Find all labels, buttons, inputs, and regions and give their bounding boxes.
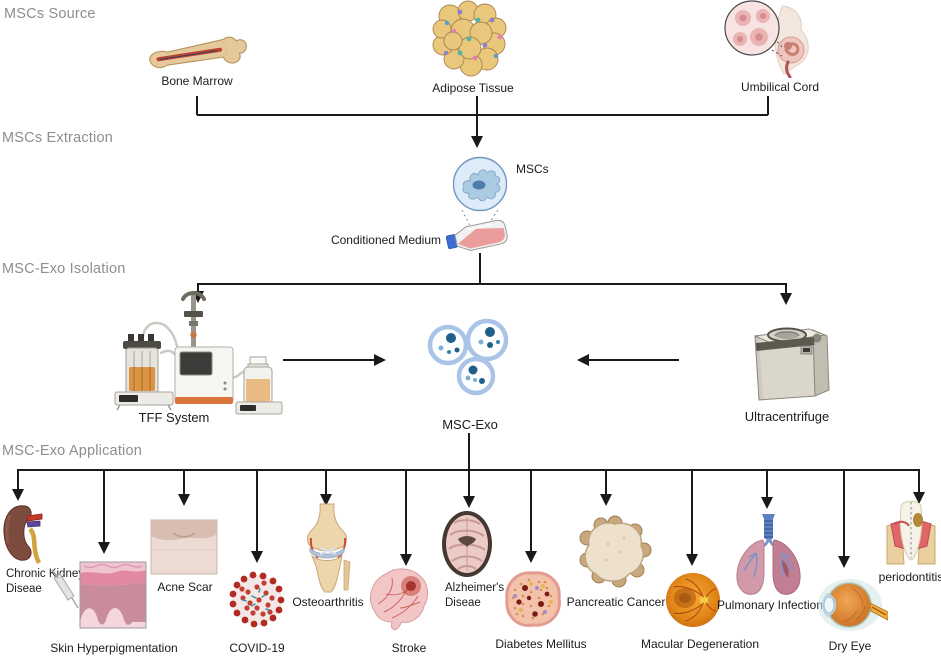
section-title-application: MSC-Exo Application: [2, 443, 142, 459]
bone-marrow-label: Bone Marrow: [161, 74, 233, 88]
ultracentrifuge-label: Ultracentrifuge: [744, 409, 830, 424]
bone-marrow-icon: [145, 22, 255, 80]
culture-flask-icon: [445, 216, 510, 256]
retina-fundus-icon: [664, 567, 722, 633]
adipose-tissue-label: Adipose Tissue: [432, 81, 514, 95]
exosomes-icon: [427, 318, 513, 398]
knee-joint-icon: [298, 502, 358, 594]
mscs-label: MSCs: [516, 162, 549, 176]
tooth-icon: [885, 496, 937, 568]
application-label-acne-scar: Acne Scar: [157, 580, 213, 594]
section-title-isolation: MSC-Exo Isolation: [2, 261, 126, 277]
application-label-skin-hyperpigmentation: Skin Hyperpigmentation: [50, 641, 178, 655]
pancreatic-islet-icon: [501, 570, 565, 630]
brain-stroke-icon: [364, 564, 432, 636]
umbilical-cord-label: Umbilical Cord: [740, 80, 820, 94]
lungs-icon: [730, 512, 806, 600]
acne-scar-icon: [149, 518, 219, 576]
application-label-pulmonary-infection: Pulmonary Infection: [716, 598, 824, 612]
application-label-diabetes: Diabetes Mellitus: [495, 637, 587, 651]
application-label-macular-degeneration: Macular Degeneration: [640, 637, 760, 651]
application-label-stroke: Stroke: [391, 641, 427, 655]
pancreatic-tumor-icon: [578, 514, 652, 592]
application-label-dry-eye: Dry Eye: [828, 639, 872, 653]
application-label-osteoarthritis: Osteoarthritis: [292, 595, 364, 609]
application-label-covid19: COVID-19: [229, 641, 285, 655]
eye-icon: [816, 576, 889, 634]
application-label-pancreatic-cancer: Pancreatic Cancer: [566, 595, 666, 609]
brain-section-icon: [440, 509, 494, 579]
mscs-cell-icon: [452, 156, 508, 212]
application-label-periodontitis: periodontitis: [878, 570, 941, 584]
application-label-alzheimers: Alzheimer's Diseae: [445, 582, 505, 609]
conditioned-medium-label: Conditioned Medium: [330, 233, 441, 247]
ultracentrifuge-icon: [741, 306, 833, 404]
skin-section-icon: [50, 560, 150, 636]
section-title-source: MSCs Source: [4, 6, 96, 22]
adipose-tissue-icon: [430, 0, 510, 80]
umbilical-cord-icon: [722, 0, 812, 79]
kidney-icon: [0, 503, 48, 565]
coronavirus-icon: [228, 567, 286, 631]
tff-system-label: TFF System: [138, 410, 210, 425]
section-title-extraction: MSCs Extraction: [2, 130, 113, 146]
tff-system-icon: [103, 291, 288, 416]
msc-exo-label: MSC-Exo: [442, 417, 498, 432]
